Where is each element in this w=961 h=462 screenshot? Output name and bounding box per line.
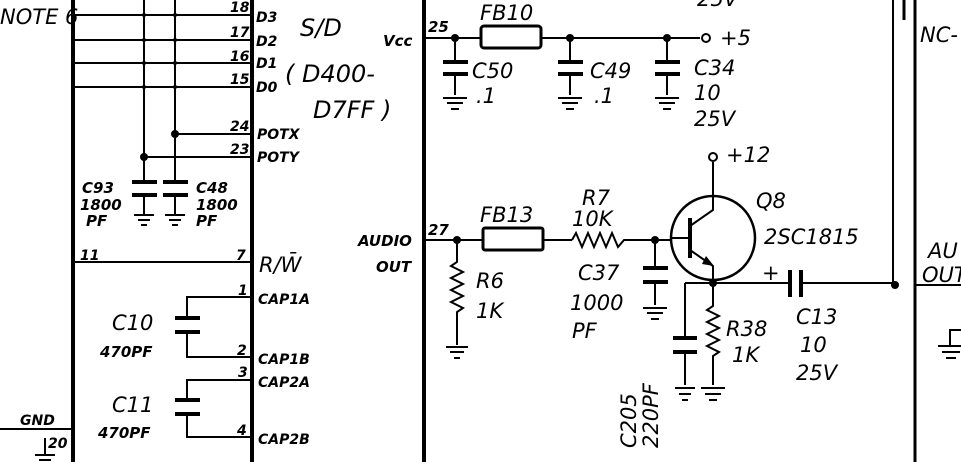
- pin-number: 1: [238, 283, 248, 299]
- q8-part: 2SC1815: [764, 225, 859, 249]
- c93-ref: C93: [82, 179, 114, 197]
- pin-label: CAP1B: [258, 352, 310, 368]
- pin-label: CAP2A: [258, 375, 310, 391]
- plus5-label: +5: [720, 26, 751, 50]
- right-audio-label-1: AU: [926, 239, 958, 263]
- resistor-r6: [446, 240, 468, 359]
- pin-label: CAP2B: [258, 432, 310, 448]
- pin-label: D2: [256, 34, 277, 50]
- c93-value: 1800: [80, 196, 122, 214]
- capacitor-c93: [132, 157, 157, 226]
- q8-ref: Q8: [756, 189, 786, 213]
- c10-ref: C10: [112, 311, 153, 335]
- capacitor-c50: [443, 38, 468, 110]
- vcc-label: Vcc: [383, 32, 413, 50]
- c13-ref: C13: [796, 305, 837, 329]
- pin-label: R/W̄: [259, 252, 303, 277]
- fb10-ref: FB10: [480, 1, 533, 25]
- audio-out-label-2: OUT: [376, 258, 413, 276]
- right-audio-label-2: OUT: [922, 263, 961, 287]
- ferrite-bead-fb13: [481, 226, 545, 252]
- pin-number: 15: [230, 72, 250, 88]
- pin-number: 3: [238, 365, 248, 381]
- capacitor-c13: [788, 270, 803, 297]
- pin-label: POTY: [257, 150, 301, 166]
- pin-number: 27: [428, 221, 449, 239]
- plus5-terminal: [701, 33, 711, 43]
- c34-ref: C34: [694, 56, 735, 80]
- c48-ref: C48: [196, 179, 228, 197]
- pin-number: 23: [230, 142, 249, 158]
- r38-ref: R38: [726, 317, 767, 341]
- c34-value: 10: [694, 81, 721, 105]
- c11-ref: C11: [112, 393, 153, 417]
- note-label: NOTE 6: [0, 5, 78, 29]
- c49-value: .1: [594, 84, 614, 108]
- pin-number: 25: [428, 18, 449, 36]
- capacitor-c11: [175, 379, 252, 438]
- audio-out-label-1: AUDIO: [357, 232, 412, 250]
- c205-value: 220PF: [639, 382, 663, 448]
- c93-unit: PF: [86, 212, 108, 230]
- r7-value: 10K: [572, 207, 615, 231]
- capacitor-c205: [673, 283, 697, 401]
- gnd-label: GND: [20, 413, 55, 429]
- resistor-r7: [571, 230, 670, 250]
- pin-label: D0: [256, 80, 278, 96]
- pin-number: 24: [230, 119, 249, 135]
- c37-value: 1000: [570, 291, 623, 315]
- capacitor-c34: [655, 38, 680, 110]
- pin-number: 4: [236, 423, 247, 439]
- c13-value: 10: [800, 333, 827, 357]
- pin-number: 18: [230, 0, 250, 16]
- c50-ref: C50: [472, 59, 513, 83]
- r7-ref: R7: [582, 186, 611, 210]
- c49-ref: C49: [590, 59, 631, 83]
- pin-label: CAP1A: [258, 292, 310, 308]
- r6-value: 1K: [476, 299, 505, 323]
- pin-label: POTX: [257, 127, 301, 143]
- resistor-r38: [701, 283, 725, 401]
- capacitor-c37: [643, 240, 668, 320]
- capacitor-c10: [175, 296, 252, 358]
- pin-number: 17: [230, 25, 250, 41]
- chip-name: S/D: [300, 14, 342, 42]
- pin-number: 16: [230, 49, 250, 65]
- pin-number: 2: [237, 343, 247, 359]
- c48-unit: PF: [196, 212, 218, 230]
- pin-label: D1: [256, 56, 277, 72]
- chip-address-line2: D7FF ): [313, 96, 391, 124]
- c205-ref: C205: [617, 393, 641, 448]
- chip-address-line1: ( D400-: [285, 60, 375, 88]
- c11-value: 470PF: [97, 424, 151, 442]
- c13-polarity: +: [762, 261, 780, 285]
- nc-label: NC-: [920, 23, 958, 47]
- pin-label: D3: [256, 10, 277, 26]
- capacitor-c49: [558, 38, 583, 110]
- c48-value: 1800: [196, 196, 238, 214]
- ferrite-bead-fb10: [479, 24, 543, 50]
- c10-value: 470PF: [99, 343, 153, 361]
- fb13-ref: FB13: [480, 203, 533, 227]
- c34-rating: 25V: [694, 107, 737, 131]
- c37-unit: PF: [572, 319, 598, 343]
- plus12-label: +12: [726, 143, 770, 167]
- transistor-q8: [669, 162, 757, 283]
- r6-ref: R6: [476, 269, 504, 293]
- top-partial-label: 25V: [697, 0, 740, 11]
- r38-value: 1K: [732, 343, 761, 367]
- c50-value: .1: [476, 84, 496, 108]
- capacitor-c48: [163, 157, 188, 226]
- pin-number: 7: [236, 248, 246, 264]
- pin-number: 20: [48, 436, 68, 452]
- pin-number: 11: [80, 248, 99, 264]
- c13-rating: 25V: [796, 361, 839, 385]
- c37-ref: C37: [578, 261, 620, 285]
- plus12-terminal: [708, 152, 718, 162]
